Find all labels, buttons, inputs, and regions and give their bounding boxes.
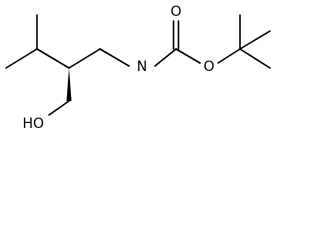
bond-wedge-stereo xyxy=(66,68,72,101)
bond-ch-ch2 xyxy=(68,48,101,69)
atom-hydroxyl: HO xyxy=(22,116,44,132)
bond-n-carbonyl xyxy=(154,48,177,67)
bond-methyl-left xyxy=(5,48,38,69)
bond-isopropyl-ch xyxy=(36,48,70,69)
atom-carbonyl-oxygen: O xyxy=(170,4,181,20)
bond-ester-o-tbu xyxy=(217,48,241,64)
atom-ester-oxygen: O xyxy=(203,59,214,75)
atom-nitrogen: N xyxy=(137,59,147,75)
bond-carbonyl-ester-o xyxy=(175,48,201,64)
bond-tbu-methyl-right xyxy=(239,48,271,69)
chemical-structure: O O N HO xyxy=(5,4,271,132)
bond-ch2-n xyxy=(99,48,130,67)
bond-tbu-methyl-upright xyxy=(239,30,271,50)
bond-ch2-oh xyxy=(48,100,70,116)
